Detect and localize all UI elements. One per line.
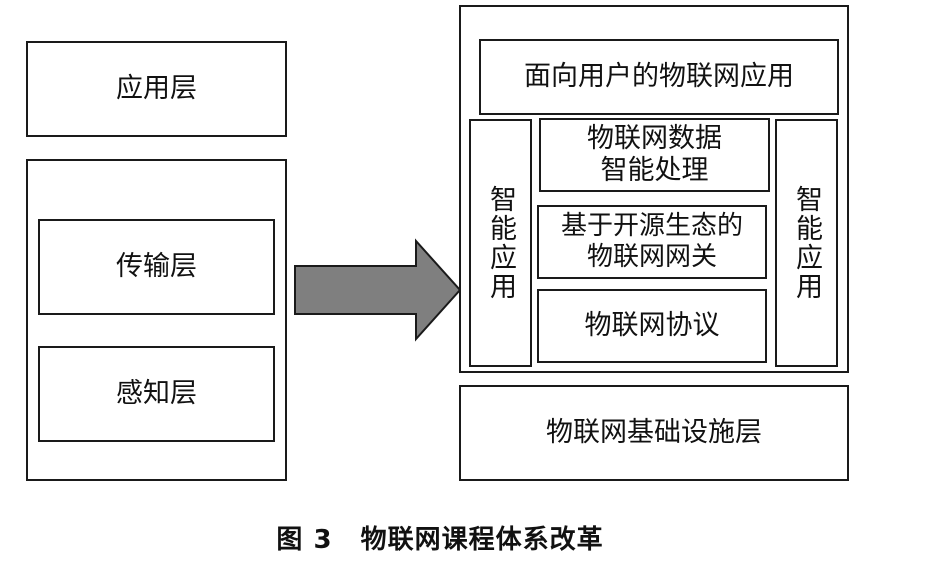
transport-layer-label: 传输层: [116, 251, 197, 283]
app-layer-label: 应用层: [116, 73, 197, 105]
figure-number: 图 3: [276, 525, 333, 555]
gateway-label: 基于开源生态的 物联网网关: [560, 211, 743, 272]
smart-app-right-box: 智能应用: [775, 119, 838, 367]
perception-layer-box: 感知层: [38, 346, 275, 442]
user-apps-label: 面向用户的物联网应用: [524, 61, 794, 93]
transform-arrow-icon: [294, 238, 462, 342]
protocol-label: 物联网协议: [584, 310, 720, 342]
protocol-box: 物联网协议: [537, 289, 767, 363]
smart-app-right-label: 智能应用: [791, 185, 822, 301]
figure-title: 物联网课程体系改革: [360, 525, 604, 555]
data-processing-label: 物联网数据 智能处理: [587, 123, 722, 186]
smart-app-left-label: 智能应用: [485, 185, 516, 301]
gateway-box: 基于开源生态的 物联网网关: [537, 205, 767, 279]
data-processing-box: 物联网数据 智能处理: [539, 118, 770, 192]
user-apps-box: 面向用户的物联网应用: [479, 39, 839, 115]
infrastructure-box: 物联网基础设施层: [459, 385, 849, 481]
transport-layer-box: 传输层: [38, 219, 275, 315]
app-layer-box: 应用层: [26, 41, 287, 137]
smart-app-left-box: 智能应用: [469, 119, 532, 367]
figure-caption: 图 3 物联网课程体系改革: [0, 519, 880, 556]
infrastructure-label: 物联网基础设施层: [546, 417, 762, 449]
perception-layer-label: 感知层: [116, 378, 197, 410]
